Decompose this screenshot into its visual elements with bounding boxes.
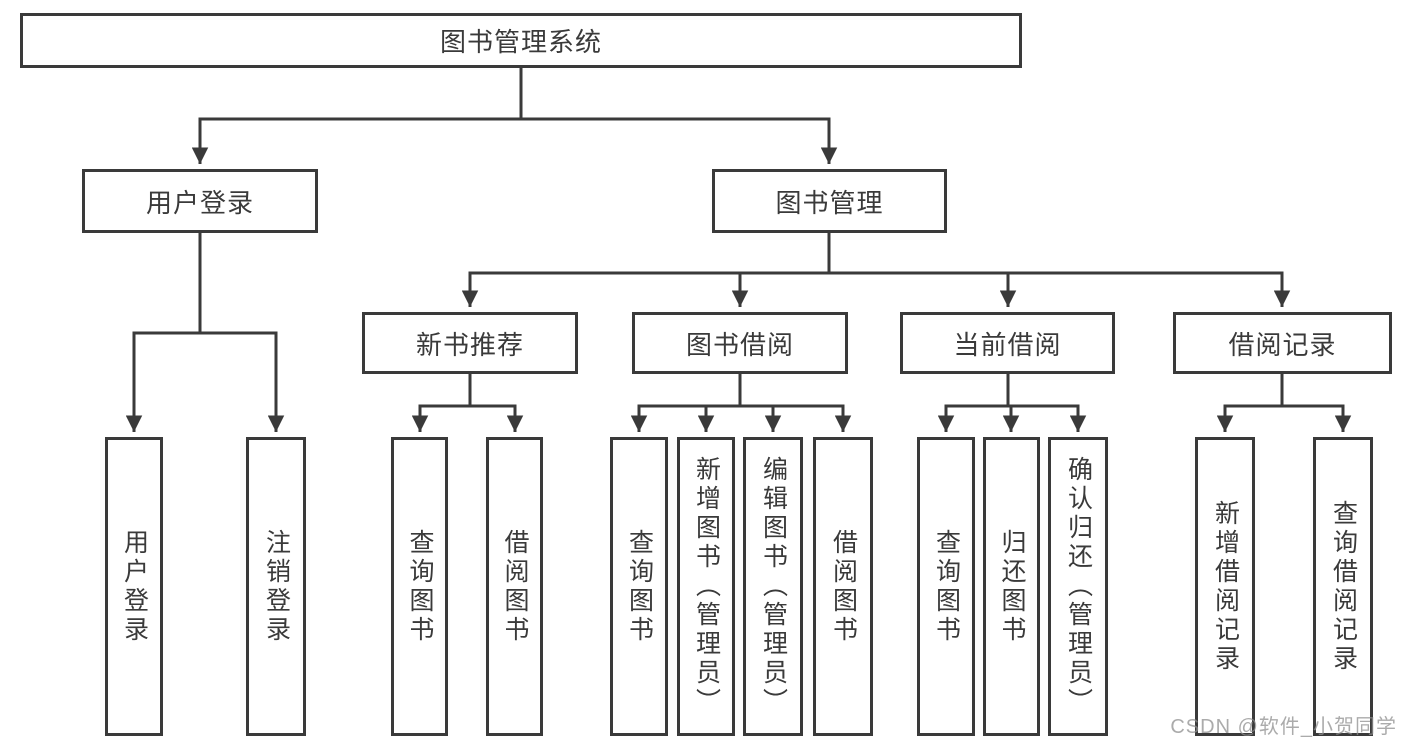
node-label: 查询图书	[625, 528, 654, 645]
node-label: 借阅图书	[829, 528, 858, 645]
node-label: 图书管理	[775, 187, 884, 218]
leaf-edit-book-admin: 编辑图书（管理员）	[743, 437, 803, 736]
node-label: 查询借阅记录	[1329, 499, 1358, 674]
leaf-query-borrow-record: 查询借阅记录	[1313, 437, 1373, 736]
leaf-user-login: 用户登录	[105, 437, 163, 736]
node-label: 查询图书	[406, 528, 434, 645]
leaf-add-book-admin: 新增图书（管理员）	[677, 437, 735, 736]
leaf-borrow-books-2: 借阅图书	[813, 437, 873, 736]
leaf-return-book: 归还图书	[983, 437, 1040, 736]
node-label: 用户登录	[145, 187, 254, 218]
node-label: 编辑图书（管理员）	[759, 456, 788, 717]
node-label: 图书管理系统	[439, 27, 602, 57]
node-label: 新增图书（管理员）	[692, 456, 721, 717]
node-current-borrow: 当前借阅	[900, 312, 1115, 374]
leaf-query-books-recommend: 查询图书	[391, 437, 448, 736]
leaf-borrow-books-recommend: 借阅图书	[486, 437, 543, 736]
node-new-book-recommend: 新书推荐	[362, 312, 578, 374]
node-label: 当前借阅	[953, 329, 1062, 360]
node-borrow-records: 借阅记录	[1173, 312, 1392, 374]
node-label: 用户登录	[120, 528, 149, 645]
node-book-management: 图书管理	[712, 169, 947, 233]
leaf-query-books-borrow: 查询图书	[610, 437, 668, 736]
node-label: 借阅记录	[1228, 329, 1337, 360]
node-label: 图书借阅	[685, 329, 794, 360]
leaf-confirm-return-admin: 确认归还（管理员）	[1048, 437, 1108, 736]
leaf-logout: 注销登录	[246, 437, 306, 736]
node-label: 归还图书	[998, 528, 1026, 645]
node-label: 新增借阅记录	[1211, 499, 1240, 674]
leaf-add-borrow-record: 新增借阅记录	[1195, 437, 1255, 736]
node-label: 确认归还（管理员）	[1064, 456, 1093, 717]
node-book-borrow: 图书借阅	[632, 312, 848, 374]
node-root: 图书管理系统	[20, 13, 1022, 68]
node-label: 借阅图书	[501, 528, 529, 645]
node-user-login: 用户登录	[82, 169, 318, 233]
node-label: 注销登录	[262, 528, 291, 645]
node-label: 新书推荐	[415, 329, 524, 360]
node-label: 查询图书	[932, 528, 961, 645]
csdn-watermark: CSDN @软件_小贺同学	[1170, 716, 1397, 738]
leaf-query-books-current: 查询图书	[917, 437, 975, 736]
